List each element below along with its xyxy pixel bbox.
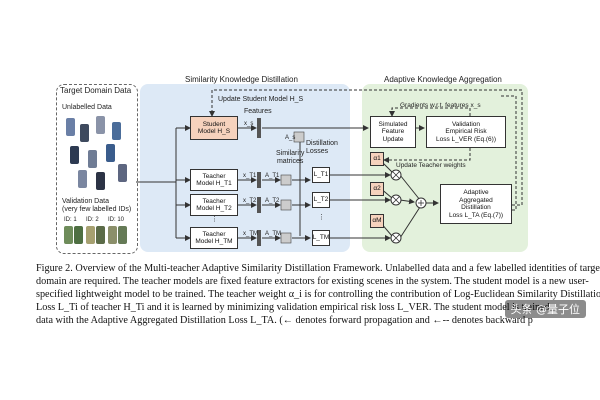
teacher-x-label: x_TM [243,231,258,237]
caption-line: specified lightweight model to be traine… [36,289,600,300]
target-title: Target Domain Data [60,86,132,95]
similarity-label: Similarity matrices [276,150,305,165]
person-image [88,150,97,168]
teacher-a-label: A_T2 [265,198,280,204]
loss-box-1: L_T1 [312,167,330,183]
validation-sub-label: (very few labelled IDs) [62,206,132,213]
unlabelled-images [62,114,130,190]
ellipsis: ⋮ [211,216,218,223]
alpha-box-1: α1 [370,152,384,166]
person-image [96,116,105,134]
caption-line: domain are required. The teacher models … [36,276,589,287]
teacher-x-label: x_T2 [243,198,257,204]
teacher-a-label: A_TM [265,231,282,237]
person-image [78,170,87,188]
id-label: ID: 2 [86,217,99,223]
xs-label: x_s [244,121,254,127]
update-student-label: Update Student Model H_S [218,96,304,103]
aka-title: Adaptive Knowledge Aggregation [384,75,502,84]
loss-box-m: L_TM [312,230,330,246]
person-image [74,226,83,244]
caption-line: Loss L_Ti of teacher H_Ti and it is lear… [36,302,550,313]
ellipsis: ⋮ [318,214,325,221]
as-label: A_s [285,135,296,141]
person-image [112,122,121,140]
person-image [80,124,89,142]
caption-line: Figure 2. Overview of the Multi-teacher … [36,263,600,274]
unlabelled-label: Unlabelled Data [62,104,112,111]
validation-label: Validation Data [62,198,109,205]
validation-images [62,224,130,246]
alpha-box-2: α2 [370,182,384,196]
teacher-x-label: x_T1 [243,173,257,179]
skd-title: Similarity Knowledge Distillation [185,75,298,84]
target-domain-panel [56,84,138,254]
loss-box-2: L_T2 [312,192,330,208]
id-label: ID: 1 [64,217,77,223]
person-image [96,226,105,244]
person-image [106,144,115,162]
distillation-losses-label: Distillation Losses [306,140,338,155]
alpha-box-m: αM [370,214,384,228]
caption-line: data with the Adaptive Aggregated Distil… [36,315,533,326]
figure-caption: Figure 2. Overview of the Multi-teacher … [36,262,600,327]
gradients-label: Gradients w.r.t. features x_s [400,102,481,109]
person-image [70,146,79,164]
person-image [66,118,75,136]
student-model-box: Student Model H_S [190,116,238,140]
person-image [64,226,73,244]
person-image [86,226,95,244]
update-teacher-label: Update Teacher weights [396,162,466,169]
watermark: 头条 @量子位 [504,300,586,318]
person-image [96,172,105,190]
teacher-a-label: A_T1 [265,173,280,179]
person-image [118,164,127,182]
person-image [108,226,117,244]
id-label: ID: 10 [108,217,125,223]
features-label: Features [244,108,272,115]
person-image [118,226,127,244]
